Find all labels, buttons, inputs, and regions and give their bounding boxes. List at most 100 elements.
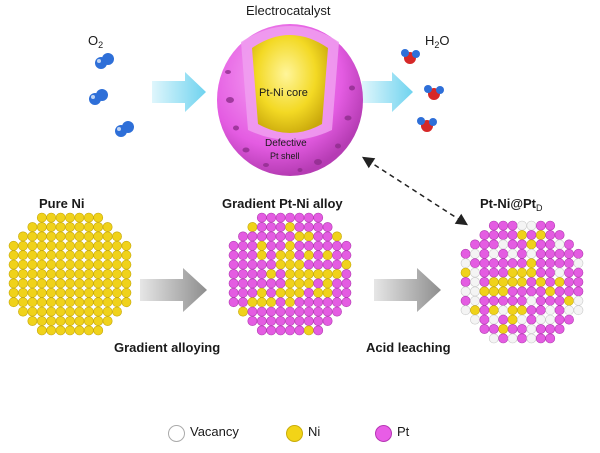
ni-atom [8,287,19,298]
pt-atom [313,222,324,232]
pt-atom [266,287,277,298]
ni-atom [93,269,104,279]
ni-atom [46,212,57,223]
pt-atom [341,250,352,261]
ni-atom [313,287,324,298]
pt-atom [545,230,556,240]
ni-atom [74,250,85,261]
pt-atom [332,240,342,251]
o2-molecules [89,53,134,137]
pt-atom [517,295,527,306]
ni-atom [266,269,277,279]
ni-atom [83,240,94,251]
ni-atom [102,240,113,251]
pt-atom [498,333,509,344]
ni-atom [83,269,94,279]
pt-atom [238,240,248,251]
pt-atom [526,230,537,240]
ni-atom [65,278,75,289]
pt-atom [332,278,342,289]
vacancy-atom [460,258,471,269]
legend-item-ni: Ni [286,422,346,444]
vacancy-atom [535,314,546,325]
ni-atom [275,259,286,270]
pt-atom [238,287,248,298]
pt-atom [247,259,258,270]
ni-atom [65,222,75,232]
pt-atom [285,316,295,326]
ni-atom [275,287,286,298]
ni-atom [313,269,324,279]
ni-atom [74,287,85,298]
ni-atom [266,297,277,308]
ni-atom [55,316,66,326]
pt-atom [332,287,342,298]
ni-atom [322,287,333,298]
pt-atom [332,250,342,261]
vacancy-atom [470,277,480,287]
pt-atom [507,220,518,231]
o2-molecule-icon [115,121,134,137]
ni-atom [517,267,527,278]
ni-atom [55,278,66,289]
pt-atom [238,250,248,261]
pt-atom [285,306,295,317]
pure-ni-label: Pure Ni [39,196,85,211]
pt-atom [498,314,509,325]
ni-atom [74,240,85,251]
ni-atom [27,306,38,317]
pt-atom [294,222,305,232]
ni-atom [247,222,258,232]
ni-atom [18,278,28,289]
pt-atom [564,277,574,287]
ni-atom [36,306,47,317]
ni-atom [46,306,57,317]
ni-atom [46,231,57,242]
ni-atom [303,231,314,242]
ni-atom [18,306,28,317]
vacancy-atom [470,295,480,306]
ni-atom [55,222,66,232]
ni-atom [93,222,104,232]
pt-atom [303,297,314,308]
pt-atom [285,231,295,242]
ni-atom [83,231,94,242]
pt-atom [256,222,267,232]
ni-atom [83,212,94,223]
ni-atom [488,305,499,316]
pt-atom [266,316,277,326]
ni-atom [93,231,104,242]
pt-atom [256,259,267,270]
pt-atom [564,267,574,278]
vacancy-swatch-icon [168,425,185,442]
h2o-molecule-icon [417,117,437,132]
pt-atom [247,250,258,261]
ni-atom [55,325,66,336]
h2o-molecules [401,49,444,132]
ni-atom [65,287,75,298]
reactant-arrow [152,72,206,112]
pt-atom [228,259,239,270]
pt-atom [322,316,333,326]
legend-item-vacancy: Vacancy [168,422,268,444]
ni-atom [18,250,28,261]
ni-atom [74,297,85,308]
ni-atom [121,269,132,279]
pt-atom [266,306,277,317]
ni-atom [121,297,132,308]
pt-atom [526,305,537,316]
ni-atom [46,240,57,251]
ni-atom [303,250,314,261]
pt-atom [275,240,286,251]
ni-atom [93,212,104,223]
ni-atom [102,259,113,270]
pt-atom [303,240,314,251]
ni-atom [74,231,85,242]
h2o-label-sub: 2 [434,40,440,50]
pt-atom [266,278,277,289]
ni-atom [294,278,305,289]
ni-atom [93,278,104,289]
pt-atom [294,316,305,326]
ni-atom [102,250,113,261]
ni-atom [55,250,66,261]
